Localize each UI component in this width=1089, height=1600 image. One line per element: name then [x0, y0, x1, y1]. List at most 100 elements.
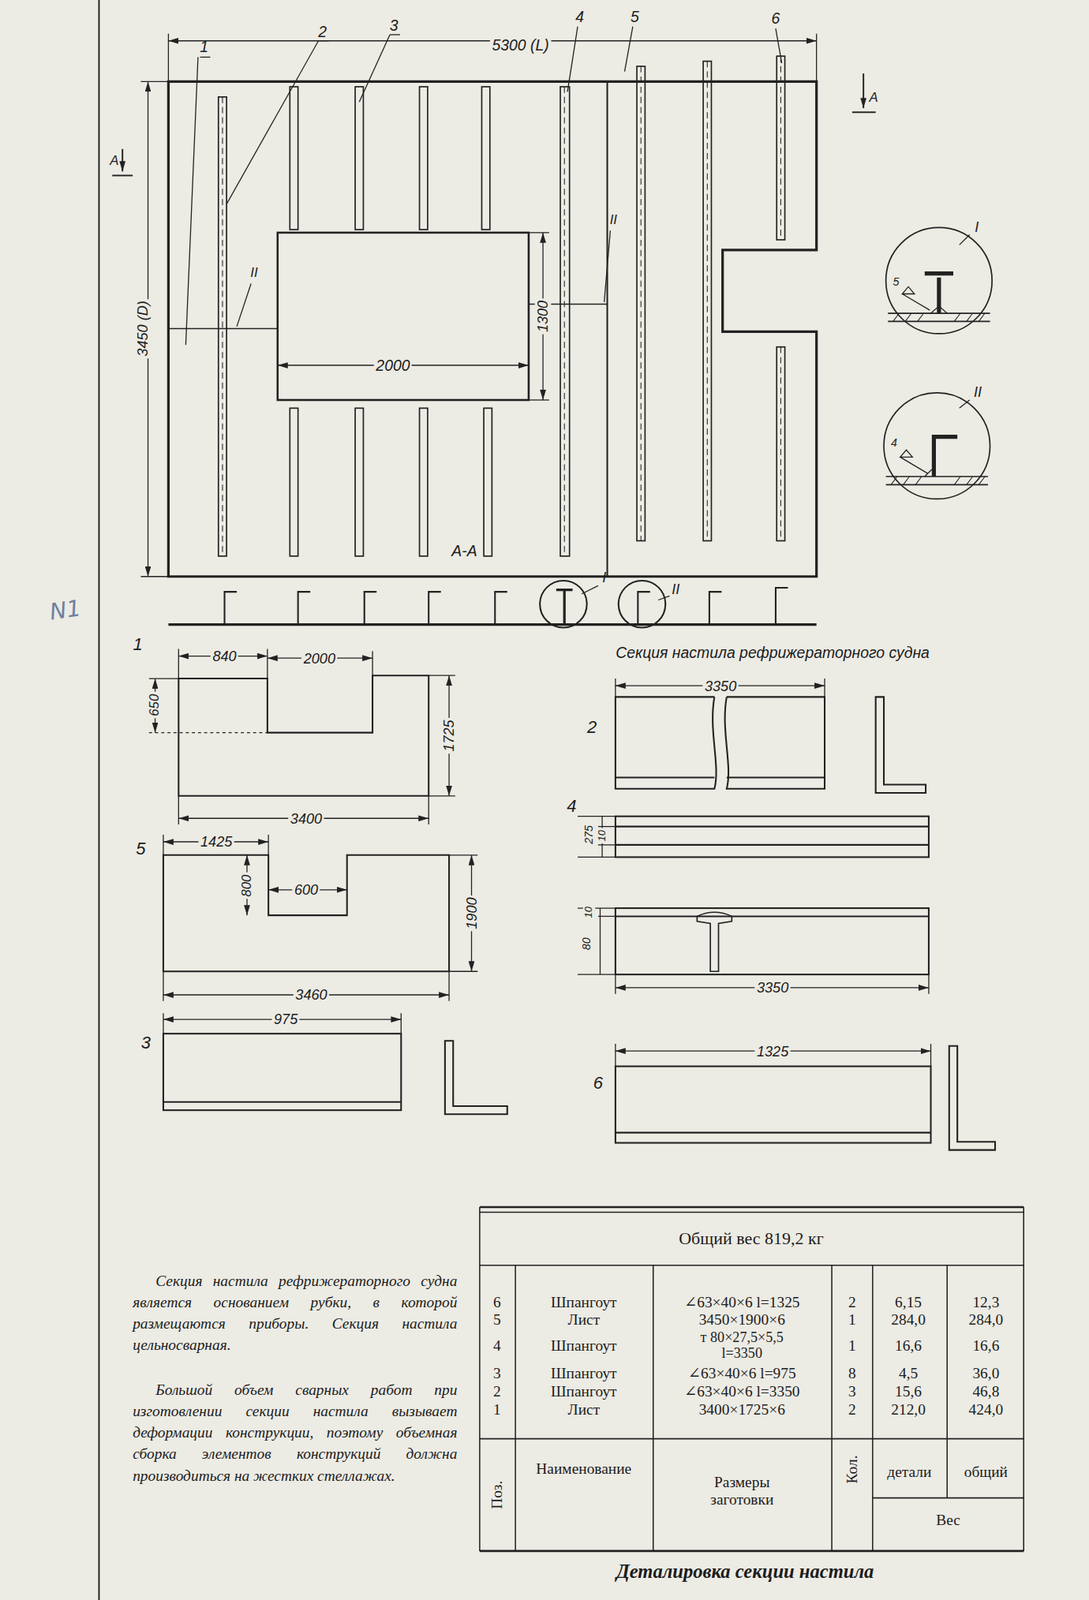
detail-circles — [901, 286, 930, 311]
table-header: общий — [964, 1463, 1008, 1482]
table-cell: 5 — [493, 1311, 502, 1329]
part-4-tee — [577, 816, 616, 858]
table-cell: 6 — [493, 1294, 502, 1312]
dimension: 800 — [239, 872, 255, 899]
table-cell: 36,0 — [972, 1365, 1000, 1383]
parts-table — [479, 1438, 1024, 1441]
table-cell: т 80×27,5×5,5 l=3350 — [678, 1329, 805, 1363]
table-cell: 16,6 — [972, 1337, 1000, 1355]
part-5-sheet — [268, 834, 270, 856]
parts-table — [872, 1497, 1024, 1500]
table-cell: Шпангоут — [550, 1337, 618, 1355]
part-1-sheet — [178, 796, 180, 825]
leader-lines — [199, 56, 210, 58]
part-6-angle — [615, 1044, 996, 1151]
plan-outline — [168, 81, 816, 577]
section-a-a — [539, 580, 587, 628]
part-2-angle — [615, 696, 717, 789]
part-number: 5 — [135, 838, 146, 859]
weld-size: 4 — [890, 436, 898, 450]
stiffeners — [355, 407, 363, 557]
part-1-sheet — [428, 675, 456, 677]
plan-outline — [168, 328, 277, 330]
leader-lines — [226, 41, 319, 205]
detail-circles — [886, 227, 993, 334]
table-header: Наименование — [535, 1460, 632, 1479]
part-5-sheet — [449, 854, 478, 856]
part-4-tee — [599, 908, 601, 975]
table-cell: 1 — [848, 1337, 857, 1355]
part-number: 3 — [141, 1032, 151, 1053]
plan-outline — [168, 81, 816, 577]
table-cell: Шпангоут — [550, 1294, 618, 1312]
note-text: Секция настила рефрижераторного судна яв… — [132, 1270, 457, 1357]
detail-mark: I — [974, 218, 979, 236]
part-4-tee — [615, 816, 929, 858]
leader-lines — [389, 33, 401, 35]
stiffeners — [355, 86, 363, 230]
stiffeners — [707, 61, 708, 542]
dimension: 840 — [210, 647, 239, 665]
dimension: 2000 — [301, 650, 337, 667]
table-caption: Деталировка секции настила — [616, 1560, 874, 1583]
detail-circles — [931, 306, 948, 314]
dimension-lines — [140, 576, 169, 577]
part-1-sheet — [149, 649, 456, 825]
stiffeners — [483, 407, 492, 557]
part-3-angle — [163, 1033, 401, 1111]
part-4-tee — [577, 974, 616, 976]
table-cell: 212,0 — [890, 1401, 926, 1419]
part-4-tee — [577, 908, 929, 995]
dimension: 600 — [291, 881, 320, 899]
stiffeners — [636, 66, 645, 541]
callout-number: 1 — [199, 37, 209, 56]
part-4-tee — [696, 912, 732, 972]
detail-circles — [883, 392, 991, 500]
table-cell: 1 — [493, 1401, 502, 1419]
part-5-sheet — [163, 834, 478, 1002]
detail-circles — [886, 484, 988, 487]
stiffeners — [780, 56, 782, 240]
parts-table — [479, 1207, 481, 1552]
plan-outline — [606, 81, 609, 577]
stiffeners — [564, 86, 566, 557]
stiffeners — [218, 97, 227, 557]
stiffeners — [703, 61, 712, 542]
stiffeners — [419, 86, 428, 230]
part-6-angle — [614, 1044, 616, 1067]
table-cell: 1 — [848, 1311, 857, 1329]
table-header: Кол. — [843, 1455, 861, 1484]
part-2-angle — [615, 678, 926, 794]
page-frame — [98, 0, 101, 1600]
callout-number: 6 — [771, 9, 781, 27]
dimension: 3350 — [702, 677, 738, 695]
part-4-tee — [598, 916, 616, 917]
parts-table — [479, 1207, 1024, 1552]
stiffeners — [560, 86, 570, 557]
detail-circles — [883, 227, 992, 499]
section-marks — [112, 73, 876, 176]
part-6-angle — [615, 1132, 932, 1134]
part-2-angle — [615, 776, 715, 779]
section-a-a — [556, 590, 573, 625]
part-6-angle — [930, 1044, 932, 1067]
section-label: А-А — [451, 542, 477, 560]
table-cell: 3450×1900×6 — [699, 1311, 786, 1329]
stiffeners — [776, 347, 785, 542]
table-cell: 3400×1725×6 — [699, 1401, 786, 1419]
part-6-angle — [615, 1066, 932, 1144]
part-5-sheet — [162, 971, 164, 1002]
part-1-sheet — [266, 649, 268, 680]
stiffeners — [221, 97, 223, 557]
leader-lines — [604, 230, 611, 303]
table-cell: 424,0 — [969, 1401, 1004, 1419]
detail-circles — [900, 449, 929, 474]
plan-outline — [277, 232, 529, 401]
dimension: 10 — [583, 904, 596, 921]
part-5-sheet — [448, 971, 450, 1002]
part-5-sheet — [163, 834, 478, 1002]
part-number: 4 — [566, 796, 577, 816]
part-4-tee — [598, 844, 616, 846]
dimension: 3450 (D) — [134, 299, 152, 360]
